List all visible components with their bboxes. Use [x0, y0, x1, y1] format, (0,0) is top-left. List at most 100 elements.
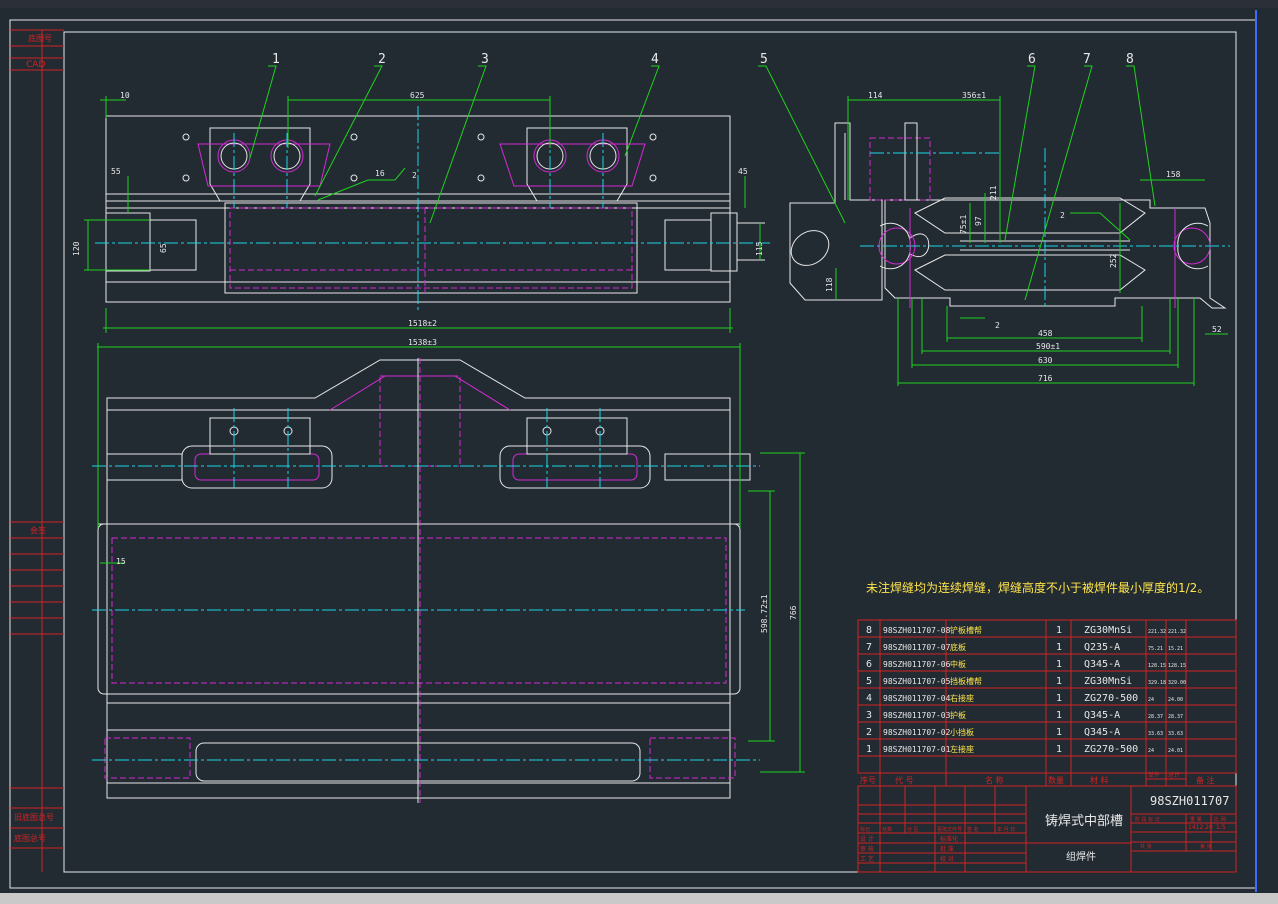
strip-label-4: 旧底图总号 — [14, 812, 54, 822]
dim-118: 118 — [825, 277, 834, 292]
bom-cell-no: 8 — [866, 625, 872, 636]
dim-1518: 1518±2 — [408, 319, 437, 328]
bom-cell-no: 4 — [866, 693, 872, 704]
bom-cell-name: 护板 — [950, 710, 966, 720]
label-sheet: 共 张 — [1140, 843, 1152, 850]
bom-cell-w2: 329.00 — [1168, 680, 1186, 686]
weld-note: 未注焊缝均为连续焊缝，焊缝高度不小于被焊件最小厚度的1/2。 — [866, 580, 1209, 595]
dim-114: 114 — [868, 91, 883, 100]
drawing-number: 98SZH011707 — [1150, 794, 1229, 808]
bom-cell-code: 98SZH011707-04 — [883, 694, 951, 703]
dim-590: 590±1 — [1036, 342, 1060, 351]
drawing-canvas: 底图号 CAD 会签 旧底图总号 底图总号 — [9, 10, 1257, 892]
role-approve: 批 准 — [940, 845, 954, 853]
bom-cell-name: 挡板槽帮 — [950, 676, 982, 686]
bom-cell-name: 底板 — [950, 642, 966, 652]
bom-cell-qty: 1 — [1056, 710, 1062, 721]
bom-cell-qty: 1 — [1056, 625, 1062, 636]
dim-16: 16 — [375, 169, 385, 178]
bom-cell-w1: 33.63 — [1148, 731, 1163, 737]
bom-cell-qty: 1 — [1056, 744, 1062, 755]
sign-col-5: 签 名 — [967, 826, 979, 833]
dimension-lines — [84, 96, 1228, 773]
dim-625: 625 — [410, 91, 425, 100]
bom-cell-code: 98SZH011707-07 — [883, 643, 951, 652]
dimension-texts: 10 625 114 356±1 45 158 55 16 2 2 2 120 … — [72, 91, 1222, 633]
balloon-leaders — [249, 65, 1156, 319]
balloon-3: 3 — [481, 52, 489, 67]
bom-cell-code: 98SZH011707-01 — [883, 745, 951, 754]
bom-cell-name: 铲板槽帮 — [950, 625, 982, 635]
balloon-8: 8 — [1126, 52, 1134, 67]
bom-cell-qty: 1 — [1056, 727, 1062, 738]
dim-598: 598.72±1 — [760, 594, 769, 633]
top-view — [92, 358, 760, 803]
bom-header-name: 名 称 — [985, 775, 1004, 785]
role-review: 审 核 — [860, 845, 874, 853]
cad-drawing-viewport[interactable]: 底图号 CAD 会签 旧底图总号 底图总号 — [0, 8, 1278, 893]
dim-252: 252 — [1109, 253, 1118, 268]
bom-cell-qty: 1 — [1056, 659, 1062, 670]
dim-1538: 1538±3 — [408, 338, 437, 347]
bom-header-code: 代 号 — [895, 775, 914, 785]
sign-col-3: 分 区 — [907, 826, 919, 833]
sign-col-6: 年.月.日 — [997, 826, 1015, 833]
strip-label-2: CAD — [26, 60, 45, 70]
bom-cell-w1: 128.15 — [1148, 663, 1166, 669]
bom-cell-no: 5 — [866, 676, 872, 687]
dim-65: 65 — [159, 243, 168, 253]
bom-cell-qty: 1 — [1056, 676, 1062, 687]
bom-cell-w1: 24 — [1148, 748, 1154, 754]
dim-630: 630 — [1038, 356, 1053, 365]
bom-cell-w2: 24.01 — [1168, 748, 1183, 754]
label-stage: 阶 段 标 记 — [1135, 816, 1160, 823]
bom-cell-w1: 221.32 — [1148, 629, 1166, 635]
bom-cell-mat: Q345-A — [1084, 727, 1120, 738]
dim-15: 15 — [116, 557, 126, 566]
weld-2c: 2 — [995, 321, 1000, 330]
bom-cell-no: 6 — [866, 659, 872, 670]
bom-cell-w2: 24.00 — [1168, 697, 1183, 703]
bom-header: 序号 代 号 名 称 数量 材 料 单件 总计 备 注 — [860, 771, 1215, 785]
sign-col-1: 标记 — [860, 826, 870, 833]
bom-header-qty: 数量 — [1048, 775, 1064, 785]
dim-356: 356±1 — [962, 91, 986, 100]
bom-cell-w1: 75.21 — [1148, 646, 1163, 652]
role-check: 校 对 — [940, 855, 954, 863]
role-standard: 标准化 — [940, 835, 958, 843]
bom-cell-qty: 1 — [1056, 642, 1062, 653]
balloon-labels: 1 2 3 4 5 6 7 8 — [272, 52, 1134, 67]
sign-col-2: 处数 — [882, 826, 892, 833]
dim-52: 52 — [1212, 325, 1222, 334]
bom-cell-w2: 128.15 — [1168, 663, 1186, 669]
bom-cell-no: 2 — [866, 727, 872, 738]
label-sheet-2: 第 张 — [1200, 843, 1212, 850]
balloon-7: 7 — [1083, 52, 1091, 67]
bom-cell-code: 98SZH011707-02 — [883, 728, 951, 737]
bom-cell-no: 7 — [866, 642, 872, 653]
strip-label-5: 底图总号 — [14, 833, 46, 843]
front-view — [95, 106, 770, 313]
bom-cell-w2: 221.32 — [1168, 629, 1186, 635]
balloon-6: 6 — [1028, 52, 1036, 67]
bom-cell-code: 98SZH011707-08 — [883, 626, 951, 635]
weight-value: 1412.20 — [1188, 824, 1213, 831]
menu-strip — [0, 0, 1278, 8]
label-weight: 重 量 — [1190, 816, 1202, 823]
dim-55: 55 — [111, 167, 121, 176]
bom-header-no: 序号 — [860, 775, 876, 785]
bom-cell-w1: 329.18 — [1148, 680, 1166, 686]
strip-label-3: 会签 — [30, 525, 46, 535]
bom-cell-mat: Q345-A — [1084, 710, 1120, 721]
dim-211: 211 — [989, 185, 998, 200]
weld-2b: 2 — [1060, 211, 1065, 220]
left-strip: 底图号 CAD 会签 旧底图总号 底图总号 — [10, 29, 64, 872]
drawing-title: 铸焊式中部槽 — [1045, 813, 1123, 829]
bom-cell-w2: 15.21 — [1168, 646, 1183, 652]
label-scale: 比 例 — [1214, 816, 1226, 823]
bom-cell-no: 3 — [866, 710, 872, 721]
role-process: 工 艺 — [860, 855, 874, 863]
role-design: 设 计 — [860, 835, 874, 843]
bom-cell-w2: 28.37 — [1168, 714, 1183, 720]
